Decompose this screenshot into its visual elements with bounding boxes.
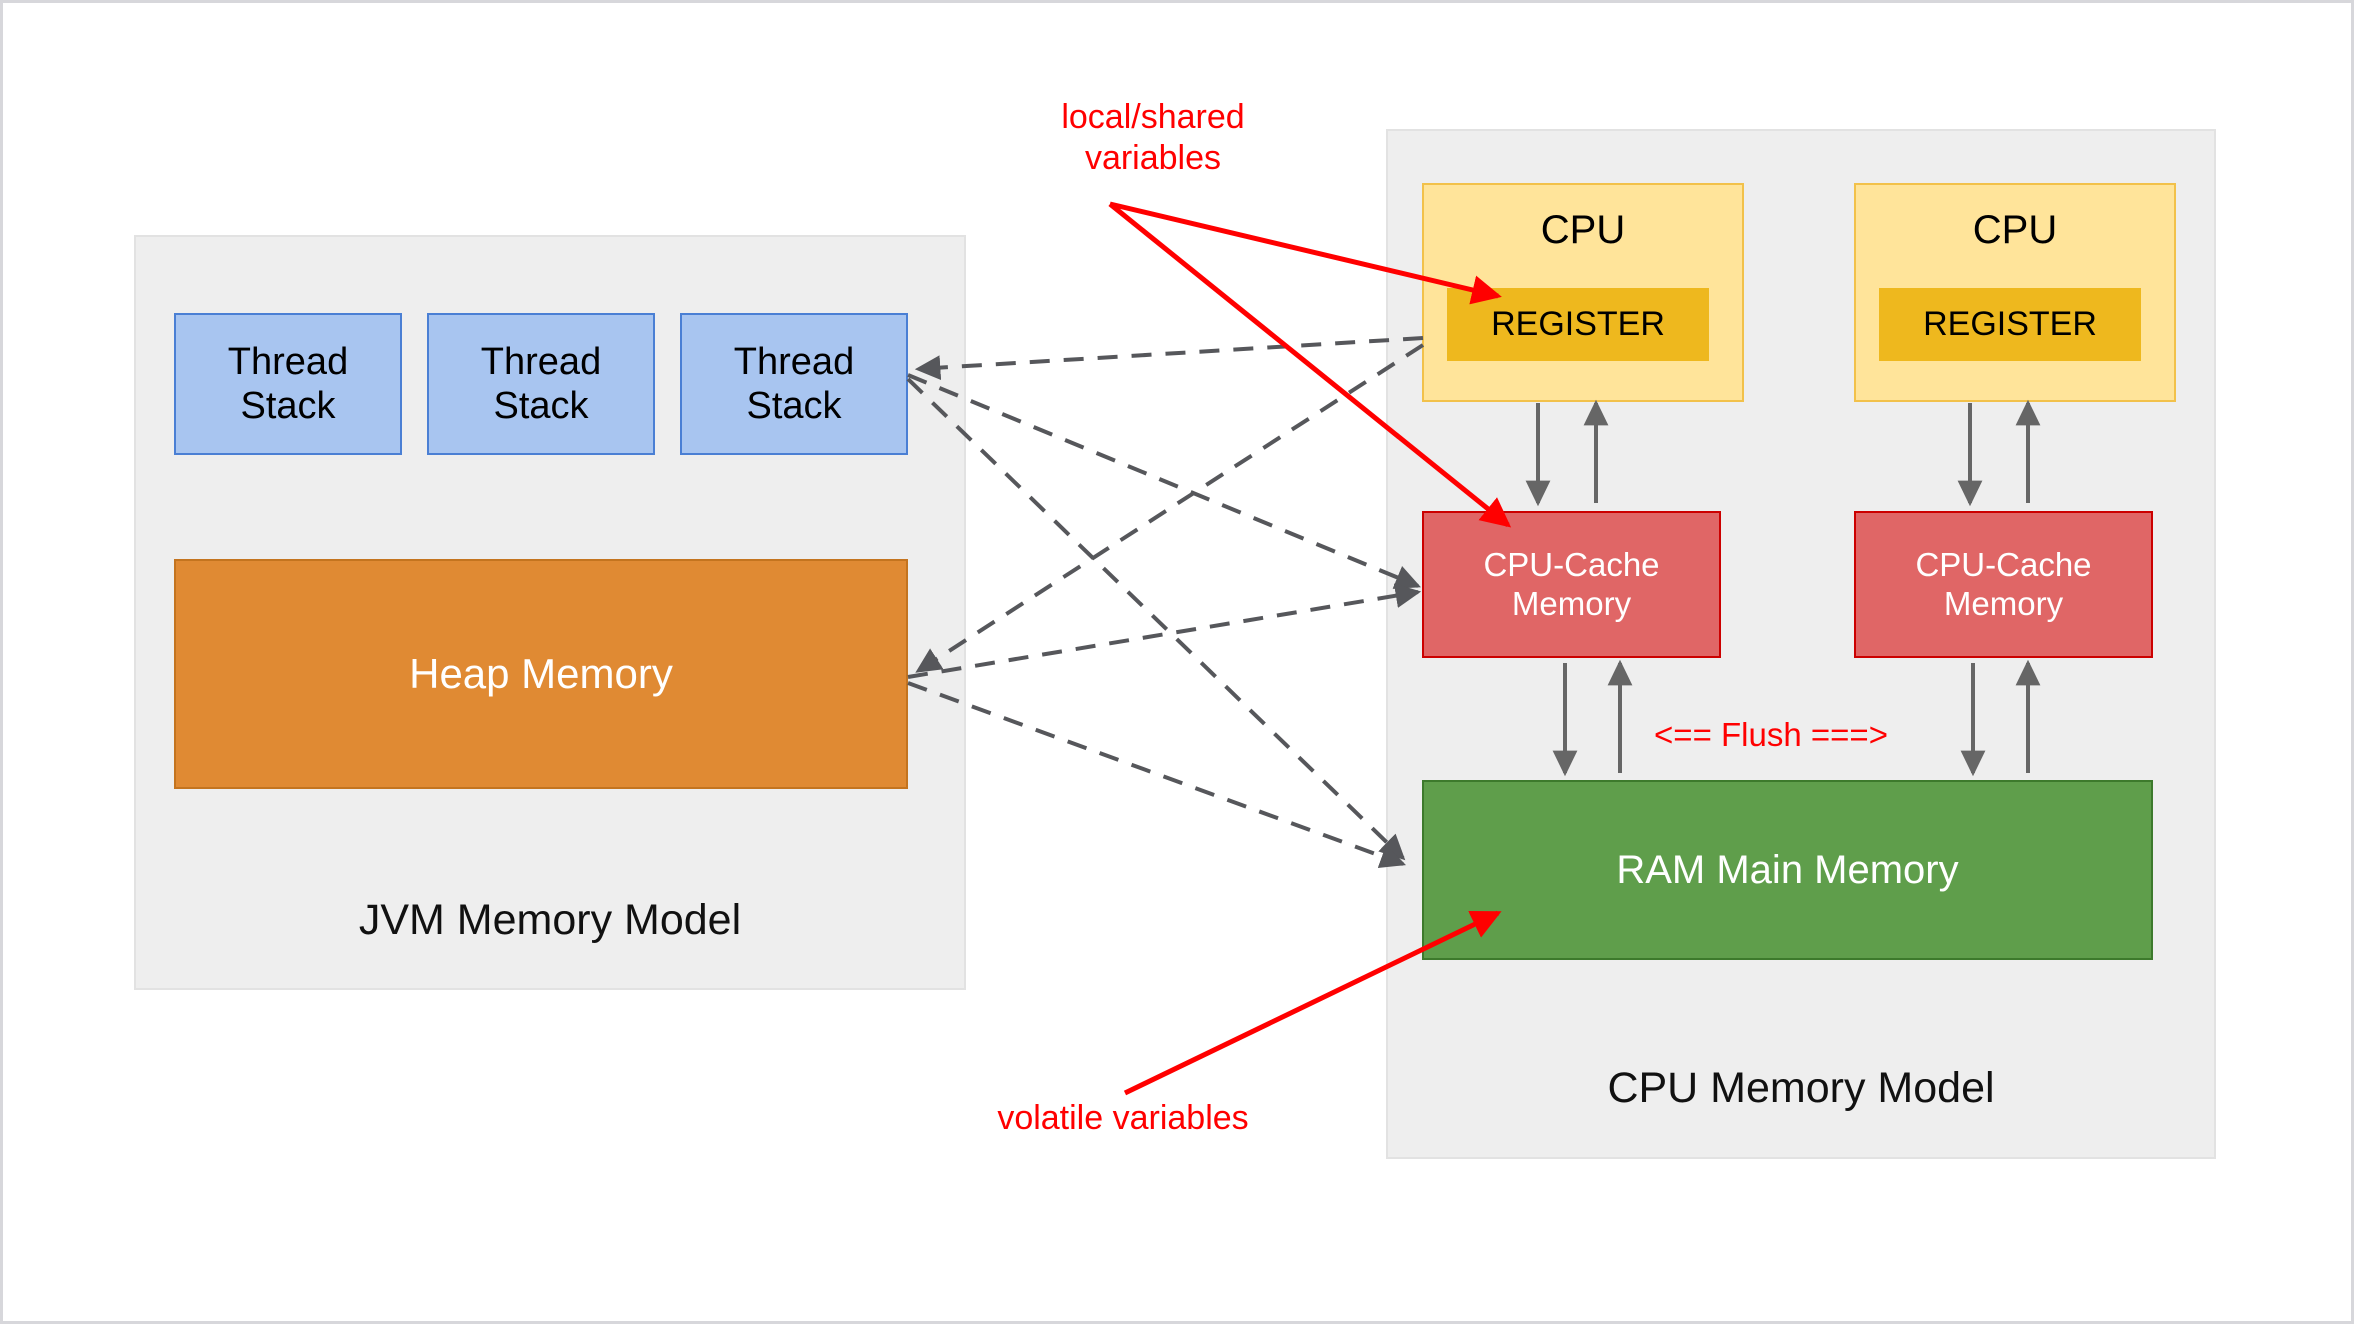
flush-label: <== Flush ===> [1654,716,1888,753]
cpu-memory-model-caption: CPU Memory Model [1607,1064,1995,1112]
thread-stack-box[interactable]: Thread Stack [427,313,655,455]
dashed-connectors [906,336,1425,868]
register-box[interactable]: REGISTER [1879,288,2141,361]
cpu-cache-memory-box[interactable]: CPU-Cache Memory [1854,511,2153,658]
cpu-cache-memory-box[interactable]: CPU-Cache Memory [1422,511,1721,658]
jvm-memory-model-caption: JVM Memory Model [358,896,742,944]
thread-stack-box[interactable]: Thread Stack [680,313,908,455]
local-shared-variables-label: local/shared variables [1061,98,1245,177]
heap-memory-box[interactable]: Heap Memory [174,559,908,789]
register-box[interactable]: REGISTER [1447,288,1709,361]
volatile-variables-label: volatile variables [997,1099,1249,1137]
thread-stack-box[interactable]: Thread Stack [174,313,402,455]
ram-main-memory-box[interactable]: RAM Main Memory [1422,780,2153,960]
